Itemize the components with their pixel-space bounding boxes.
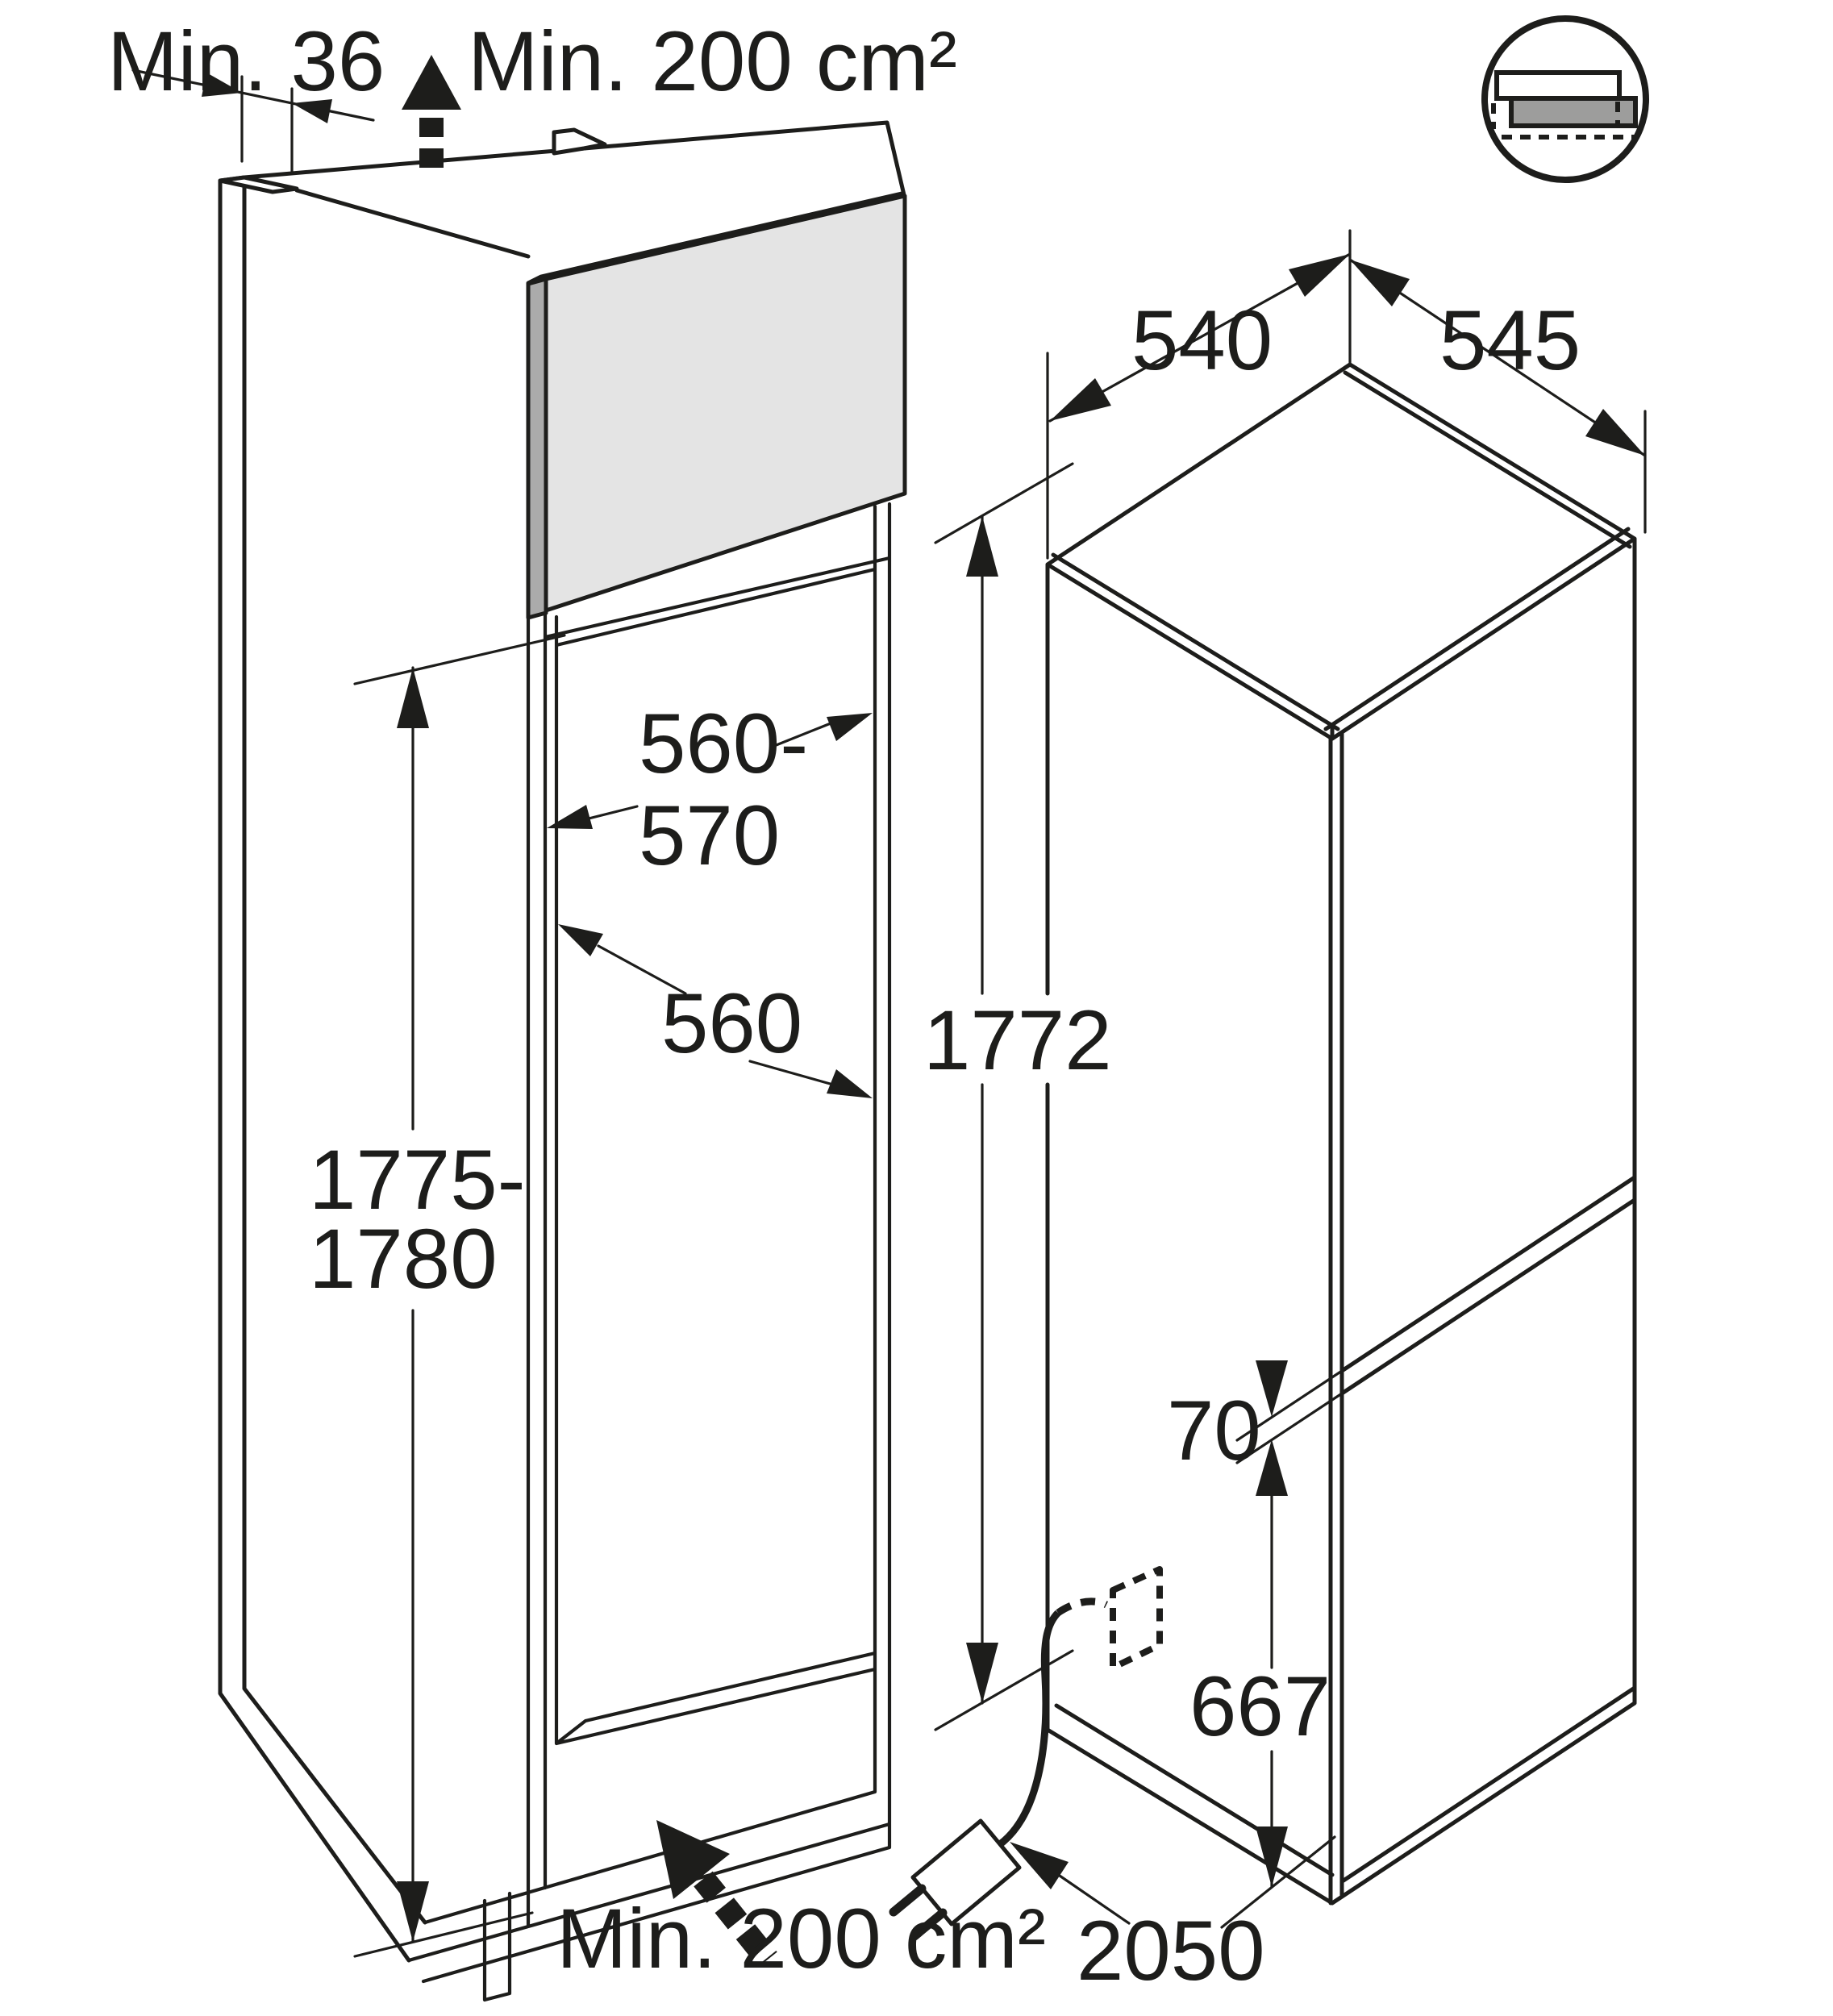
niche-figure xyxy=(131,55,907,2002)
label-lower-door: 667 xyxy=(1189,1660,1331,1754)
label-niche-width-2: 570 xyxy=(639,789,780,883)
icon-appliance-door xyxy=(1509,96,1638,128)
label-min-36: Min. 36 xyxy=(107,15,385,109)
label-appliance-height: 1772 xyxy=(923,993,1112,1088)
power-cable-dashed xyxy=(1056,1597,1109,1616)
label-niche-height-1: 1775- xyxy=(309,1133,526,1227)
label-vent-bottom: Min. 200 cm² xyxy=(556,1892,1046,1986)
dimension-540-545 xyxy=(1046,229,1647,560)
niche-leader-arrows xyxy=(547,713,873,1098)
cord-2050-leader xyxy=(1058,1874,1131,1925)
icon-furniture-door xyxy=(1494,70,1622,101)
label-appliance-width: 545 xyxy=(1439,294,1581,388)
dimension-70-667 xyxy=(1220,1360,1344,1929)
filler-panel-edge xyxy=(526,277,548,620)
power-cord-group xyxy=(889,1566,1163,1941)
cord-leader-arrowhead xyxy=(1010,1842,1069,1889)
label-niche-depth: 560 xyxy=(661,977,802,1071)
filler-panel-face xyxy=(544,194,907,613)
dimension-min36 xyxy=(131,69,375,175)
label-vent-top: Min. 200 cm² xyxy=(468,15,957,109)
label-niche-height-2: 1780 xyxy=(309,1212,498,1306)
back-wall-ear xyxy=(552,127,607,156)
power-cable xyxy=(998,1610,1061,1847)
label-niche-width-1: 560- xyxy=(639,697,808,791)
dimension-appliance-height xyxy=(934,462,1074,1731)
airflow-up-arrow xyxy=(402,55,461,173)
label-cord-length: 2050 xyxy=(1077,1904,1265,1998)
label-door-gap: 70 xyxy=(1167,1384,1261,1478)
socket-position-dashed xyxy=(1110,1566,1163,1671)
dimension-niche-height xyxy=(353,634,566,1958)
niche-frame xyxy=(406,502,892,2002)
airflow-in-arrow xyxy=(656,1820,777,1968)
sliding-door-mounting-icon xyxy=(1481,15,1649,183)
power-plug-icon xyxy=(889,1818,1022,1941)
appliance-figure xyxy=(889,229,1647,1941)
label-appliance-depth: 540 xyxy=(1131,294,1273,388)
side-panel-top-face xyxy=(218,175,299,194)
appliance-outline xyxy=(1045,362,1637,1906)
